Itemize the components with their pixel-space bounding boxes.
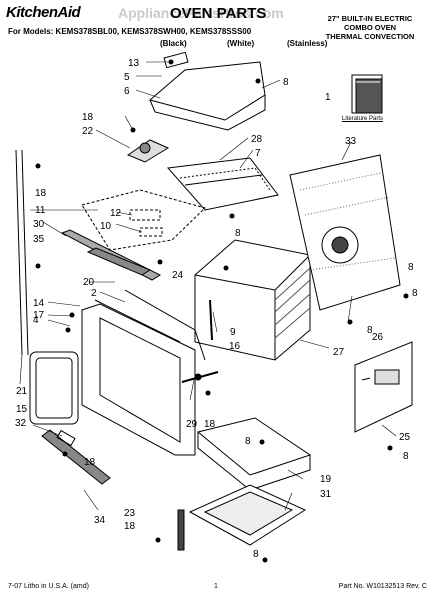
callout-1: 1 (325, 92, 331, 103)
callout-6: 6 (124, 86, 130, 97)
callout-19: 19 (320, 474, 332, 485)
callout-8f: 8 (245, 436, 251, 447)
callout-33: 33 (345, 136, 357, 147)
vent-trim (41, 429, 111, 485)
description-line-1: 27" BUILT-IN ELECTRIC (327, 14, 413, 23)
top-panel (148, 51, 266, 131)
callout-21: 21 (16, 386, 28, 397)
callout-8c: 8 (408, 262, 414, 273)
convection-fan-assembly (81, 189, 206, 251)
callout-20: 20 (83, 277, 95, 288)
front-frame (81, 289, 206, 456)
footer-litho: 7-07 Litho in U.S.A. (amd) (8, 583, 89, 590)
callout-18d: 18 (84, 457, 96, 468)
callout-35: 35 (33, 234, 45, 245)
door-gasket (29, 351, 79, 425)
callout-17: 17 (33, 310, 45, 321)
callout-7: 7 (255, 148, 261, 159)
bake-element-pan (188, 484, 307, 546)
callout-24: 24 (172, 270, 184, 281)
callout-13: 13 (128, 58, 140, 69)
callout-18: 18 (82, 112, 94, 123)
side-trim-left (15, 149, 41, 356)
callout-8g: 8 (403, 451, 409, 462)
callout-8e: 8 (367, 325, 373, 336)
callout-4: 4 (33, 315, 39, 326)
footer-page-number: 1 (214, 583, 218, 590)
callout-numbers: 13 5 6 8 1 18 22 28 7 33 18 11 12 10 8 3… (15, 58, 418, 560)
callout-31: 31 (320, 489, 332, 500)
callout-8: 8 (283, 77, 289, 88)
callout-18e: 18 (124, 521, 136, 532)
callout-23: 23 (124, 508, 136, 519)
rear-panel (289, 154, 401, 311)
callout-30: 30 (33, 219, 45, 230)
description-line-3: THERMAL CONVECTION (325, 32, 415, 41)
hinge-bracket (177, 509, 185, 551)
side-vent-panel (354, 341, 413, 433)
footer-part-number: Part No. W10132513 Rev. C (338, 583, 427, 590)
side-rail (60, 229, 162, 281)
callout-8d: 8 (412, 288, 418, 299)
broil-element (166, 157, 279, 211)
callout-27: 27 (333, 347, 345, 358)
callout-15: 15 (16, 404, 28, 415)
callout-16: 16 (229, 341, 241, 352)
screws (35, 59, 409, 563)
callout-29: 29 (186, 419, 198, 430)
callout-8b: 8 (235, 228, 241, 239)
terminal-block (181, 371, 219, 383)
description-line-2: COMBO OVEN (343, 23, 397, 32)
oven-cavity (194, 239, 311, 361)
callout-11: 11 (35, 205, 46, 216)
watermark: AppliancePartsPros.com (118, 5, 284, 21)
callout-5: 5 (124, 72, 130, 83)
callout-9: 9 (230, 327, 236, 338)
callout-10: 10 (100, 221, 112, 232)
variant-stainless: (Stainless) (287, 39, 328, 48)
callout-18c: 18 (204, 419, 216, 430)
callout-26: 26 (372, 332, 384, 343)
callout-12: 12 (110, 208, 122, 219)
models-line: For Models: KEMS378SBL00, KEMS378SWH00, … (8, 27, 252, 36)
variant-black: (Black) (160, 39, 187, 48)
callout-14: 14 (33, 298, 45, 309)
callout-34: 34 (94, 515, 106, 526)
thermostat-bracket (126, 139, 170, 163)
leader-lines (19, 61, 397, 511)
callout-28: 28 (251, 134, 263, 145)
callout-22: 22 (82, 126, 94, 137)
callout-18b: 18 (35, 188, 47, 199)
page-title: OVEN PARTS (170, 5, 267, 22)
callout-32: 32 (15, 418, 27, 429)
callout-25: 25 (399, 432, 411, 443)
variant-white: (White) (227, 39, 255, 48)
callout-2: 2 (91, 288, 97, 299)
literature-parts-label: Literature Parts (342, 116, 384, 122)
callout-8h: 8 (253, 549, 259, 560)
literature-booklet (351, 74, 383, 114)
oven-description: 27" BUILT-IN ELECTRIC COMBO OVEN THERMAL… (311, 14, 429, 41)
brand-logo: KitchenAid (6, 4, 81, 21)
